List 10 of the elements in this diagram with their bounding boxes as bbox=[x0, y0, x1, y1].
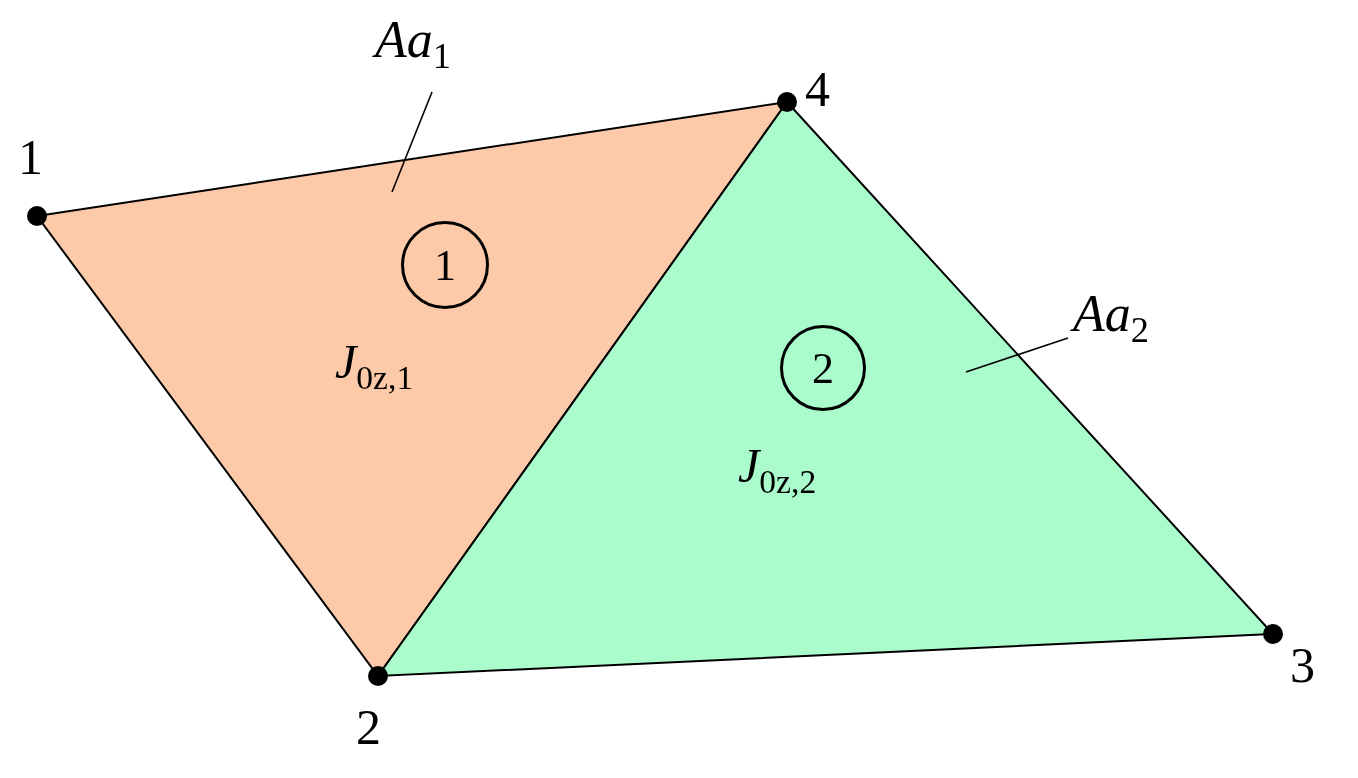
moment-label: J$_{0z,1}$ bbox=[335, 338, 414, 395]
moment-label: J$_{0z,2}$ bbox=[738, 442, 817, 499]
leader-line bbox=[391, 91, 433, 193]
vertex-number: 1 bbox=[18, 132, 43, 182]
vertex-number: 2 bbox=[356, 702, 381, 752]
leader-line bbox=[965, 337, 1069, 373]
vertex-number: 4 bbox=[805, 64, 830, 114]
element-number: 1 bbox=[401, 221, 489, 309]
element-number: 2 bbox=[780, 325, 866, 411]
vertex-number: 3 bbox=[1290, 640, 1315, 690]
